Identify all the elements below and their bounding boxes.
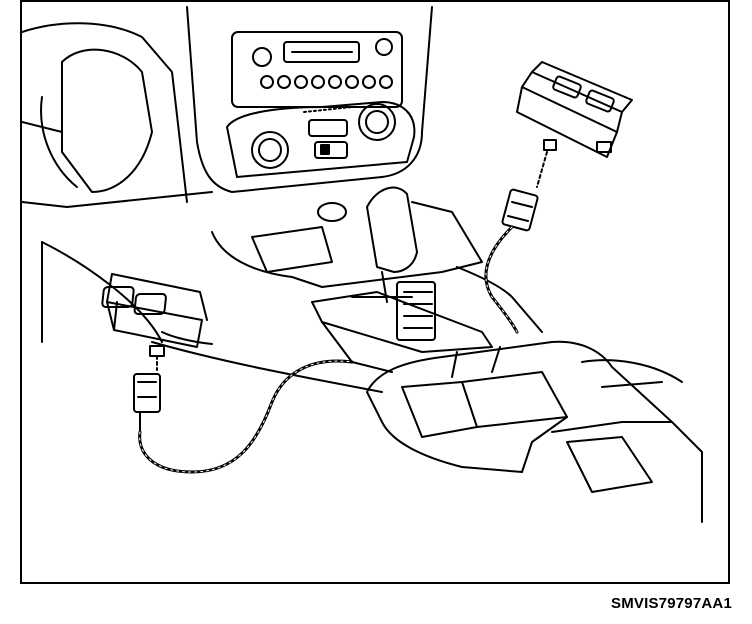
left-wiring-harness — [140, 361, 352, 472]
center-console-illustration — [22, 2, 728, 582]
left-window-switch — [102, 274, 207, 356]
right-window-switch — [517, 62, 632, 157]
gear-shifter — [318, 188, 435, 340]
figure-code: SMVIS79797AA1 — [611, 595, 732, 612]
right-wiring-harness — [486, 227, 517, 332]
radio-unit — [187, 7, 432, 192]
left-harness-connector — [134, 356, 160, 432]
climate-control-panel — [227, 102, 414, 177]
illustration-frame — [20, 0, 730, 584]
console-storage-bin — [367, 342, 702, 522]
dashboard-left — [22, 23, 212, 342]
center-console — [152, 202, 542, 392]
right-harness-connector — [502, 152, 547, 231]
